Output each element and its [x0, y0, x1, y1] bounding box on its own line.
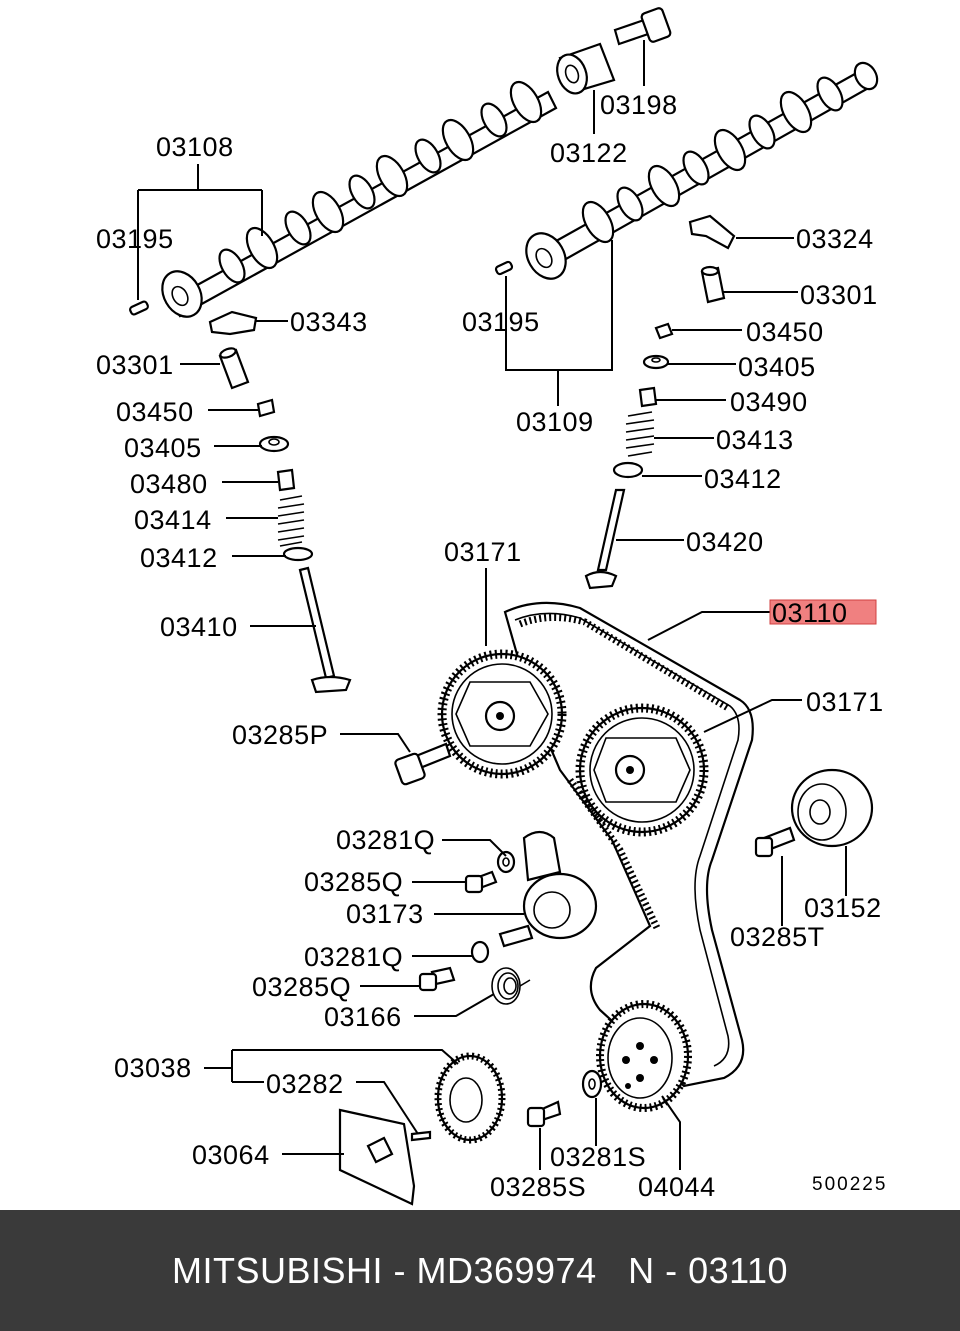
pin-03195-left[interactable]: [129, 300, 149, 316]
label-03420[interactable]: 03420: [686, 527, 764, 557]
label-03412-right[interactable]: 03412: [704, 464, 782, 494]
bolt-03285T[interactable]: [754, 826, 796, 858]
bolt-03285S[interactable]: [526, 1100, 562, 1128]
label-03324[interactable]: 03324: [796, 224, 874, 254]
keeper-03450-right[interactable]: [654, 322, 674, 340]
label-03301-right[interactable]: 03301: [800, 280, 878, 310]
label-03152[interactable]: 03152: [804, 893, 882, 923]
pin-03282[interactable]: [410, 1130, 432, 1142]
leader-lines: [137, 40, 847, 1170]
seal-03480[interactable]: [276, 468, 296, 492]
label-04044[interactable]: 04044: [638, 1172, 716, 1202]
seat-03412-right[interactable]: [612, 461, 644, 479]
label-03038[interactable]: 03038: [114, 1053, 192, 1083]
label-03110[interactable]: 03110: [772, 598, 848, 628]
footer-text: MITSUBISHI - MD369974 N - 03110: [171, 1249, 789, 1291]
label-03343[interactable]: 03343: [290, 307, 368, 337]
timing-belt-03110[interactable]: [503, 601, 754, 1088]
label-03285Q-top[interactable]: 03285Q: [304, 867, 403, 897]
label-03173[interactable]: 03173: [346, 899, 424, 929]
label-03166[interactable]: 03166: [324, 1002, 402, 1032]
washer-03281Q-top[interactable]: [496, 850, 516, 874]
label-03285P[interactable]: 03285P: [232, 720, 328, 750]
label-03281Q-top[interactable]: 03281Q: [336, 825, 435, 855]
label-03480[interactable]: 03480: [130, 469, 208, 499]
sprocket-03038[interactable]: [434, 1052, 506, 1144]
label-03285T[interactable]: 03285T: [730, 922, 825, 952]
highlight-03110: [769, 599, 877, 625]
callout-labels: 03108 03195 03343 03301 03450 03405 0348…: [96, 90, 887, 1202]
spring-03414[interactable]: [277, 495, 305, 547]
rocker-03343[interactable]: [208, 310, 258, 336]
label-03413[interactable]: 03413: [716, 425, 794, 455]
cam-sprocket-03171-right[interactable]: [575, 703, 709, 837]
bolt-03285Q-bottom[interactable]: [418, 966, 456, 992]
washer-03281S[interactable]: [581, 1069, 603, 1099]
label-03285S[interactable]: 03285S: [490, 1172, 586, 1202]
diagram-ref-number: 500225: [812, 1174, 887, 1195]
lash-adjuster-03301-right[interactable]: [700, 265, 726, 304]
rocker-03324[interactable]: [688, 214, 736, 250]
camshaft-left[interactable]: [154, 77, 558, 324]
label-03450-right[interactable]: 03450: [746, 317, 824, 347]
part-number-footer: MITSUBISHI - MD369974 N - 03110: [0, 1210, 960, 1331]
valve-03420[interactable]: [584, 488, 626, 590]
label-03195-left[interactable]: 03195: [96, 224, 174, 254]
plate-03064[interactable]: [338, 1108, 416, 1206]
parts-diagram: 03108 03195 03343 03301 03450 03405 0348…: [96, 7, 887, 1206]
label-03282[interactable]: 03282: [266, 1069, 344, 1099]
spring-03166[interactable]: [491, 967, 531, 1005]
valve-03410[interactable]: [298, 566, 352, 694]
label-03405-right[interactable]: 03405: [738, 352, 816, 382]
label-03281S[interactable]: 03281S: [550, 1142, 646, 1172]
crank-sprocket-04044[interactable]: [596, 1000, 692, 1112]
washer-03281Q-bottom[interactable]: [470, 940, 490, 964]
label-03450-left[interactable]: 03450: [116, 397, 194, 427]
label-03490[interactable]: 03490: [730, 387, 808, 417]
hub-03122[interactable]: [552, 42, 616, 98]
label-03301-left[interactable]: 03301: [96, 350, 174, 380]
retainer-03405-left[interactable]: [258, 435, 290, 453]
cam-sprocket-03171-top[interactable]: [437, 649, 567, 779]
label-03108[interactable]: 03108: [156, 132, 234, 162]
spring-03413[interactable]: [625, 411, 655, 457]
tensioner-03173[interactable]: [498, 830, 598, 948]
idler-pulley-03152[interactable]: [790, 768, 874, 848]
seat-03412-left[interactable]: [282, 546, 314, 562]
camshaft-right[interactable]: [518, 59, 881, 286]
label-03405-left[interactable]: 03405: [124, 433, 202, 463]
lash-adjuster-03301-left[interactable]: [218, 347, 250, 390]
label-03122[interactable]: 03122: [550, 138, 628, 168]
label-03198[interactable]: 03198: [600, 90, 678, 120]
seal-03490[interactable]: [638, 386, 658, 408]
label-03171-right[interactable]: 03171: [806, 687, 884, 717]
label-03414[interactable]: 03414: [134, 505, 212, 535]
retainer-03405-right[interactable]: [642, 354, 670, 370]
label-03281Q-bottom[interactable]: 03281Q: [304, 942, 403, 972]
bolt-03198[interactable]: [613, 7, 672, 46]
label-03285Q-bottom[interactable]: 03285Q: [252, 972, 351, 1002]
label-03410[interactable]: 03410: [160, 612, 238, 642]
bolt-03285Q-top[interactable]: [464, 870, 498, 894]
label-03412-left[interactable]: 03412: [140, 543, 218, 573]
bolt-03285P[interactable]: [394, 742, 452, 786]
pin-03195-right[interactable]: [494, 260, 514, 276]
label-03064[interactable]: 03064: [192, 1140, 270, 1170]
label-03171-top[interactable]: 03171: [444, 537, 522, 567]
keeper-03450-left[interactable]: [256, 398, 276, 418]
label-03109[interactable]: 03109: [516, 407, 594, 437]
label-03195-right[interactable]: 03195: [462, 307, 540, 337]
